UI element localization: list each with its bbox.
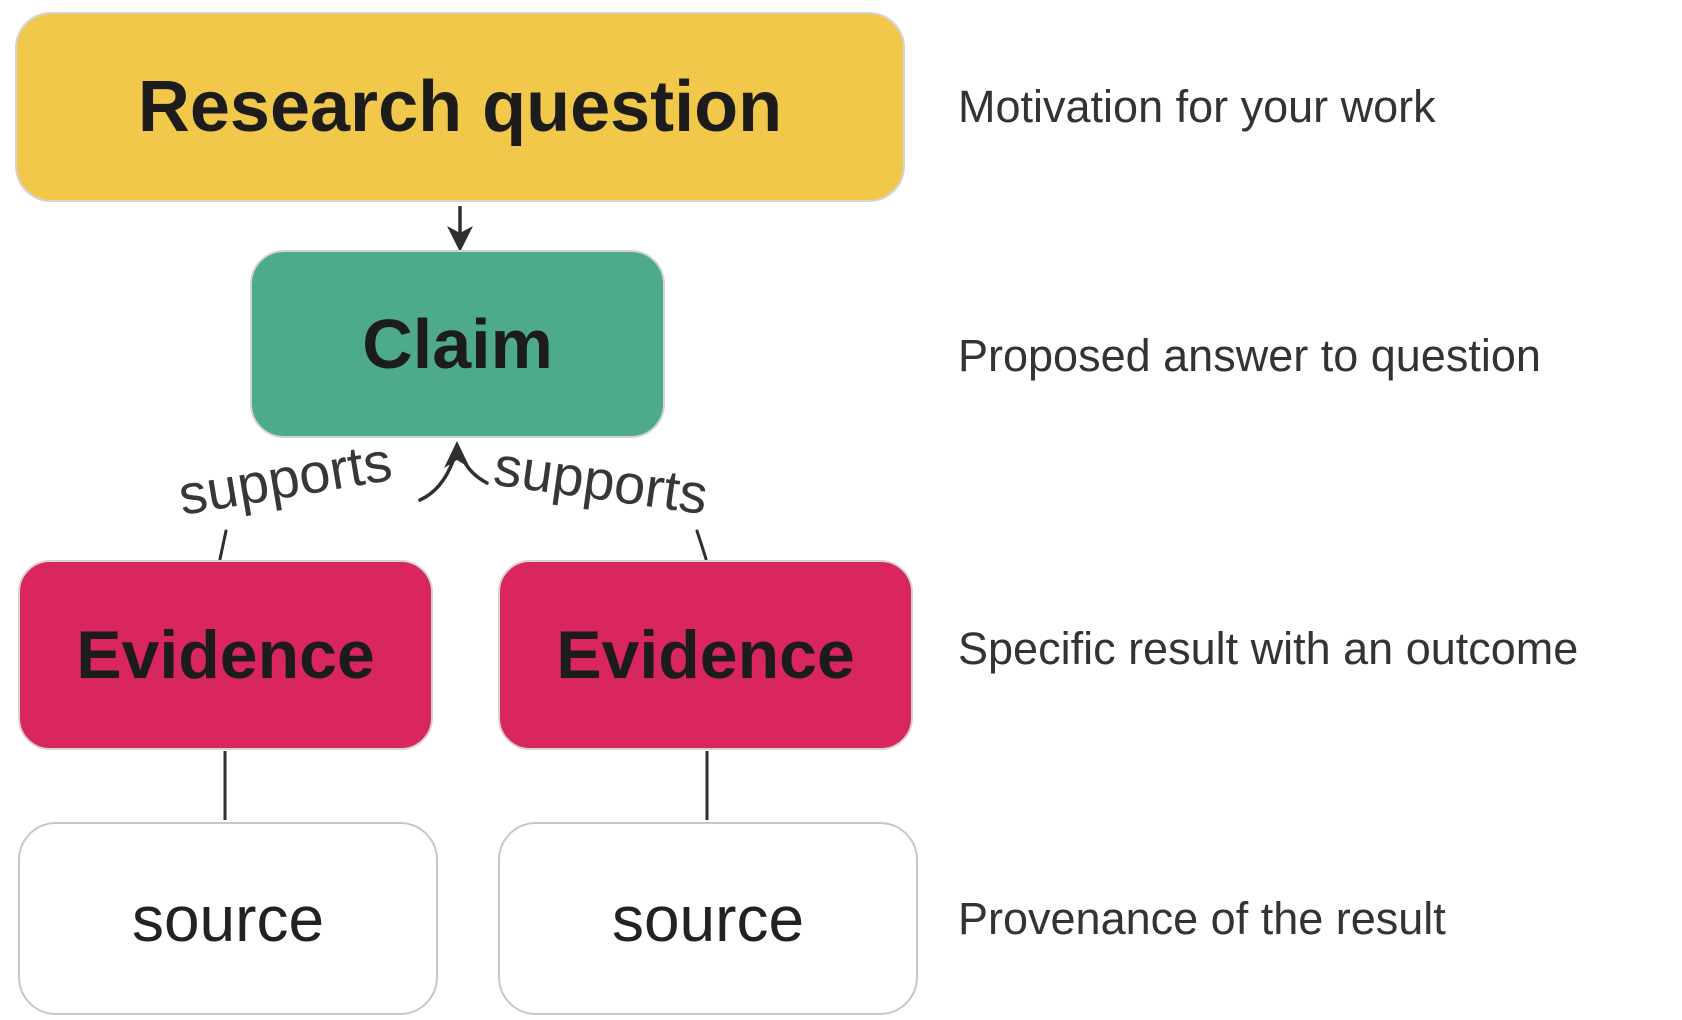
node-source-right: source bbox=[498, 822, 918, 1015]
annotation-research-question: Motivation for your work bbox=[958, 81, 1436, 132]
arrow-tail-evidence-left bbox=[218, 529, 228, 561]
arrow-research-to-claim bbox=[447, 206, 473, 252]
annotation-claim: Proposed answer to question bbox=[958, 330, 1541, 381]
node-source-left: source bbox=[18, 822, 438, 1015]
node-claim: Claim bbox=[250, 250, 665, 438]
arrow-evidence-to-claim bbox=[418, 441, 489, 502]
edge-label-supports-left: supports bbox=[173, 429, 397, 527]
node-evidence-right-label: Evidence bbox=[556, 617, 855, 693]
node-source-right-label: source bbox=[611, 882, 805, 955]
node-evidence-left-label: Evidence bbox=[76, 617, 375, 693]
node-research-question: Research question bbox=[15, 12, 905, 202]
arrow-tail-evidence-right bbox=[695, 529, 708, 561]
node-evidence-left: Evidence bbox=[18, 560, 433, 750]
node-research-question-label: Research question bbox=[137, 67, 783, 147]
node-evidence-right: Evidence bbox=[498, 560, 913, 750]
edge-label-supports-right: supports bbox=[490, 433, 712, 527]
node-source-left-label: source bbox=[131, 882, 325, 955]
annotation-source: Provenance of the result bbox=[958, 893, 1446, 944]
node-claim-label: Claim bbox=[362, 305, 553, 383]
annotation-evidence: Specific result with an outcome bbox=[958, 623, 1579, 674]
